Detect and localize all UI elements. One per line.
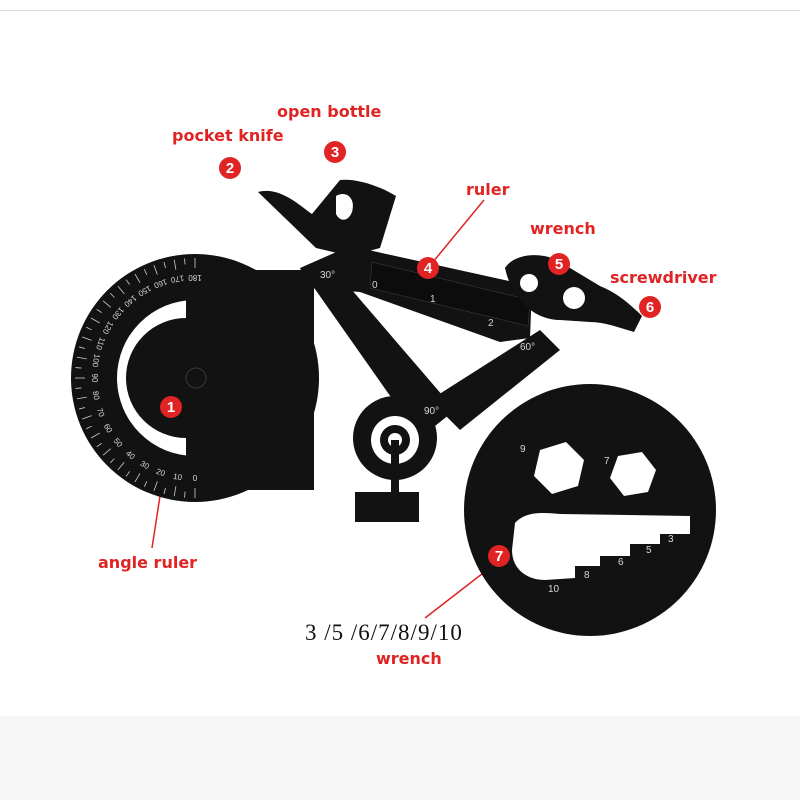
protractor-tick <box>173 259 177 270</box>
label-screwdriver: screwdriver <box>610 268 717 287</box>
label-wrench-bottom: wrench <box>376 649 442 668</box>
engr-ruler-2: 2 <box>488 318 494 329</box>
protractor-tick <box>86 425 92 430</box>
label-open-bottle: open bottle <box>277 102 382 121</box>
protractor-label: 70 <box>95 407 107 419</box>
protractor-tick <box>143 269 148 275</box>
protractor-half-plate <box>186 270 314 490</box>
hex-hole-9 <box>534 442 584 494</box>
badge-1-angle-ruler: 1 <box>160 396 182 418</box>
engr-size-5: 5 <box>646 545 652 556</box>
label-pocket-knife: pocket knife <box>172 126 284 145</box>
protractor-tick <box>78 407 85 410</box>
bottom-band <box>0 716 800 800</box>
badge-7-hex-wrench: 7 <box>488 545 510 567</box>
protractor-labels: 1801701601501401301201101009080706050403… <box>90 273 202 483</box>
protractor-tick <box>86 326 92 331</box>
protractor-tick <box>102 448 111 456</box>
protractor-label: 90 <box>90 374 99 383</box>
engr-angle-60: 60° <box>520 342 535 353</box>
protractor-tick <box>184 258 186 265</box>
protractor-tick <box>134 273 141 283</box>
protractor-tick <box>82 336 92 341</box>
badge-3-open-bottle: 3 <box>324 141 346 163</box>
engr-size-6: 6 <box>618 557 624 568</box>
protractor-tick <box>90 432 100 439</box>
label-angle-ruler: angle ruler <box>98 553 198 572</box>
protractor-label: 100 <box>90 353 101 368</box>
protractor-label: 80 <box>91 390 102 401</box>
label-ruler: ruler <box>466 180 510 199</box>
protractor-tick <box>76 396 87 400</box>
engr-angle-30: 30° <box>320 270 335 281</box>
protractor-label: 160 <box>152 277 168 290</box>
engr-angle-90: 90° <box>424 406 439 417</box>
protractor-tick <box>173 486 177 497</box>
protractor-tick <box>75 367 82 369</box>
protractor-tick <box>153 481 158 491</box>
protractor-tick <box>102 300 111 308</box>
engr-hex-7: 7 <box>604 456 610 467</box>
rear-wheel-wrench <box>464 384 716 636</box>
protractor-tick <box>163 261 166 268</box>
protractor-tick <box>117 462 125 471</box>
engr-size-10: 10 <box>548 584 560 595</box>
badge-2-pocket-knife: 2 <box>219 157 241 179</box>
protractor-tick <box>82 415 92 420</box>
engr-ruler-1: 1 <box>430 294 436 305</box>
hex-hole-7 <box>610 452 656 496</box>
protractor-tick <box>90 317 100 324</box>
protractor-tick <box>96 308 102 313</box>
protractor-tick <box>143 481 148 487</box>
protractor-tick <box>76 356 87 360</box>
protractor-tick <box>125 471 130 477</box>
protractor-label: 110 <box>94 336 107 352</box>
protractor-label: 170 <box>170 273 185 284</box>
protractor-tick <box>109 458 115 464</box>
badge-4-ruler: 4 <box>417 257 439 279</box>
protractor-tick <box>96 443 102 448</box>
protractor-tick <box>153 265 158 275</box>
stepped-wrench-slot <box>512 512 690 580</box>
top-divider-line <box>0 10 800 11</box>
protractor-tick <box>184 491 186 498</box>
protractor-ticks <box>75 258 196 498</box>
ruler-scale <box>369 261 531 327</box>
protractor-tick <box>117 285 125 294</box>
protractor-label: 20 <box>155 467 167 479</box>
front-wheel-protractor: 1801701601501401301201101009080706050403… <box>71 254 319 502</box>
protractor-tick <box>125 279 130 285</box>
badge-6-screwdriver: 6 <box>639 296 661 318</box>
protractor-label: 0 <box>193 474 198 483</box>
protractor-tick <box>78 346 85 349</box>
engr-size-8: 8 <box>584 570 590 581</box>
engravings: 30° 60° 90° 0 1 2 9 7 10 8 6 5 3 <box>320 270 674 595</box>
pedal <box>355 492 419 522</box>
leader-ruler <box>427 199 485 269</box>
engr-size-3: 3 <box>668 534 674 545</box>
engr-ruler-0: 0 <box>372 280 378 291</box>
engr-sizes-row: 10 8 6 5 3 <box>548 534 674 595</box>
protractor-tick <box>109 292 115 298</box>
protractor-tick <box>163 488 166 495</box>
protractor-label: 180 <box>188 273 202 282</box>
label-wrench-top: wrench <box>530 219 596 238</box>
knife-and-bottle-opener <box>258 179 396 256</box>
wrench-sizes-text: 3 /5 /6/7/8/9/10 <box>305 620 463 645</box>
badge-5-wrench: 5 <box>548 253 570 275</box>
protractor-tick <box>134 473 141 483</box>
engr-hex-9: 9 <box>520 444 526 455</box>
bicycle-frame <box>258 179 642 522</box>
protractor-tick <box>75 387 82 389</box>
protractor-label: 10 <box>172 472 183 483</box>
